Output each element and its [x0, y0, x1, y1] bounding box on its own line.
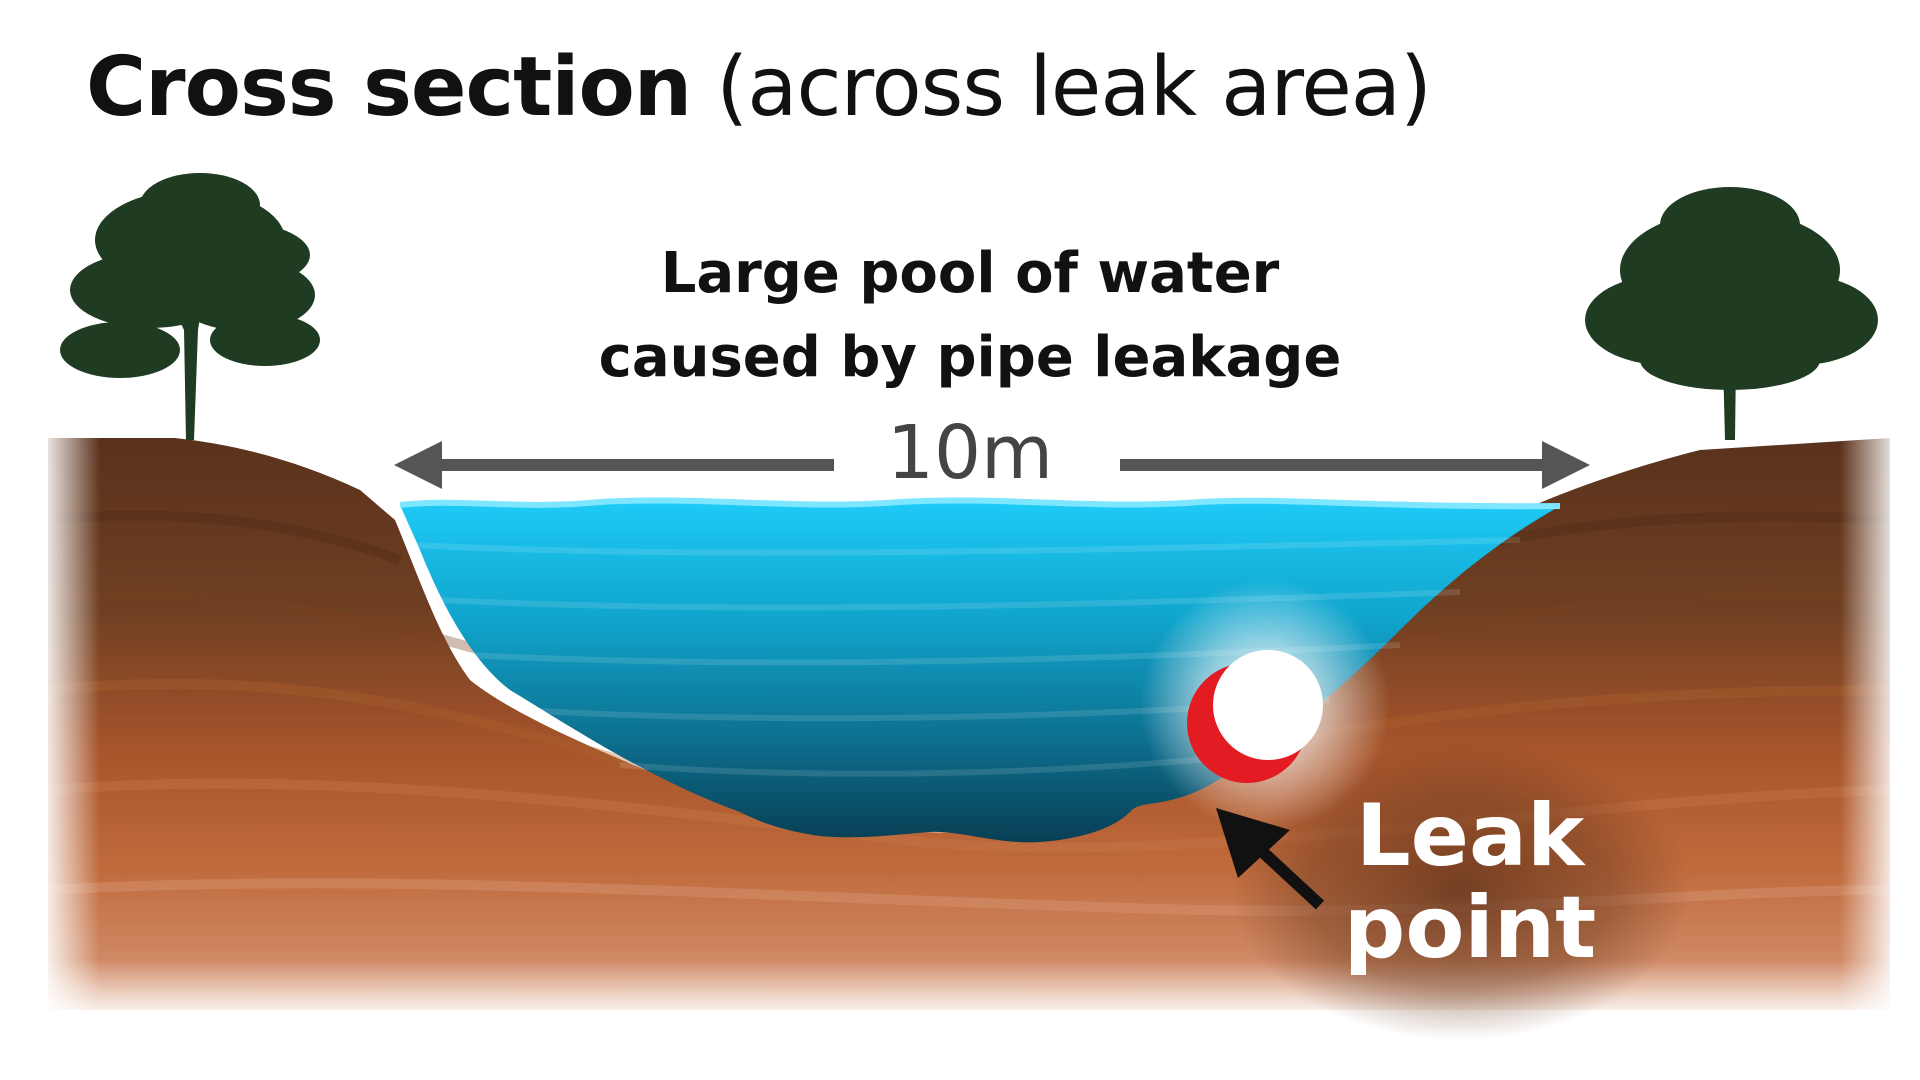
leak-label-shade	[1230, 740, 1690, 1040]
pool-caption: Large pool of water caused by pipe leaka…	[560, 232, 1380, 400]
diagram-title: Cross section (across leak area)	[86, 40, 1432, 135]
leak-label-line2: point	[1343, 878, 1597, 978]
leak-point-label: Leak point	[1320, 790, 1620, 974]
water-surface	[399, 497, 1561, 510]
measurement-label: 10m	[886, 410, 1054, 496]
leak-pointer-arrow-icon	[1216, 808, 1325, 910]
pipe-icon	[1187, 650, 1323, 783]
tree-left-icon	[60, 173, 320, 440]
title-bold: Cross section	[86, 40, 692, 135]
tree-right-icon	[1585, 187, 1878, 440]
pool-caption-line1: Large pool of water	[660, 241, 1280, 306]
pool-caption-line2: caused by pipe leakage	[598, 325, 1342, 390]
title-light: (across leak area)	[691, 40, 1432, 135]
leak-label-line1: Leak	[1355, 786, 1585, 886]
